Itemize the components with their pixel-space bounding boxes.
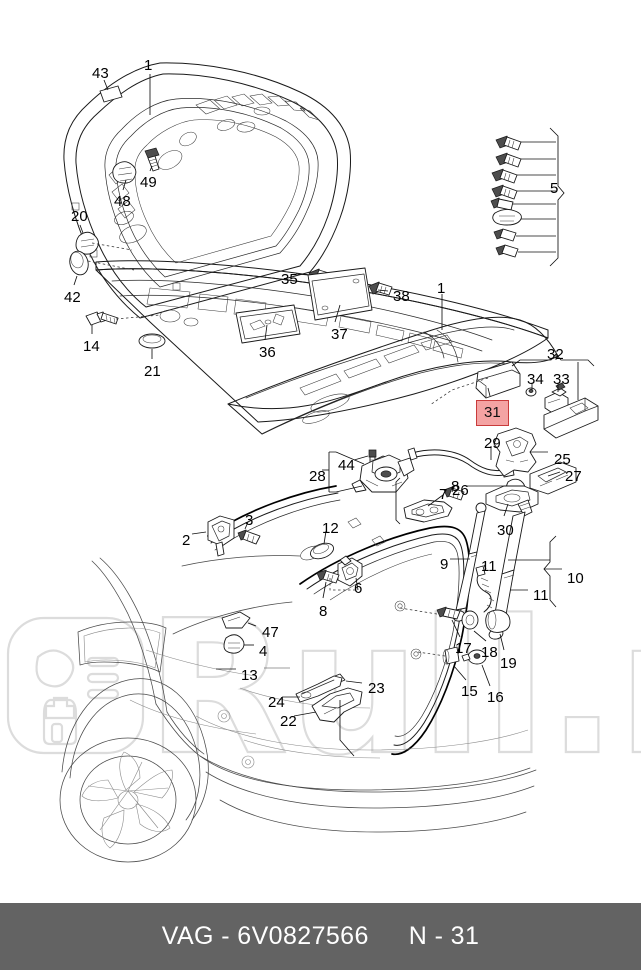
callout-38: 38	[393, 288, 410, 305]
callout-17: 17	[455, 640, 472, 657]
part-2-hinge	[207, 515, 235, 557]
fastener-5-1	[495, 135, 522, 151]
callout-8: 8	[319, 603, 328, 620]
part-17-bolt	[436, 606, 461, 620]
part-3-bolt	[237, 529, 261, 545]
callout-5: 5	[550, 180, 559, 197]
callout-12: 12	[322, 520, 339, 537]
part-14-screw	[85, 311, 119, 326]
callout-13: 13	[241, 667, 258, 684]
callout-32: 32	[547, 346, 564, 363]
callout-7: 7	[439, 486, 448, 503]
fastener-5-3	[491, 168, 518, 184]
part-20-grommet	[75, 231, 99, 255]
callout-42: 42	[64, 289, 81, 306]
callout-43: 43	[92, 65, 109, 82]
callout-18: 18	[481, 644, 498, 661]
part-19-bush	[485, 609, 511, 633]
callout-3: 3	[245, 512, 254, 529]
part-8-screw-lower	[316, 569, 340, 584]
callout-1: 1	[437, 280, 446, 297]
callout-20: 20	[71, 208, 88, 225]
callout-33: 33	[553, 371, 570, 388]
callout-30: 30	[497, 522, 514, 539]
vehicle-rear-outline	[59, 555, 537, 863]
callout-44: 44	[338, 457, 355, 474]
callout-11: 11	[481, 558, 497, 575]
part-15-bush	[442, 646, 460, 665]
callout-2: 2	[182, 532, 191, 549]
callout-10: 10	[567, 570, 584, 587]
callout-21: 21	[144, 363, 161, 380]
fastener-5-6	[492, 208, 522, 226]
leader-lines	[73, 74, 595, 757]
callout-48: 48	[114, 193, 131, 210]
callout-37: 37	[331, 326, 348, 343]
part-32-handle-trim	[543, 397, 599, 439]
part-24-grip-handle	[295, 675, 343, 703]
fastener-5-5	[490, 197, 514, 211]
callout-22: 22	[280, 713, 297, 730]
exploded-parts-drawing	[59, 62, 599, 863]
callout-14: 14	[83, 338, 100, 355]
fastener-5-7	[493, 228, 517, 242]
fastener-5-2	[495, 152, 522, 168]
part-number-label: VAG - 6V0827566	[161, 922, 369, 950]
callout-47: 47	[262, 624, 279, 641]
part-31-trim-strip-highlighted	[475, 361, 521, 399]
callout-6: 6	[354, 580, 363, 597]
part-47-clip	[221, 611, 251, 629]
callout-9: 9	[440, 556, 449, 573]
tailgate-inner-panel	[63, 62, 351, 319]
callout-36: 36	[259, 344, 276, 361]
callout-23: 23	[368, 680, 385, 697]
callout-34: 34	[527, 371, 544, 388]
part-27-cover	[529, 461, 577, 495]
part-12-oval-plug	[310, 542, 334, 560]
part-43-bump-stop	[99, 85, 123, 103]
callout-1: 1	[144, 57, 153, 74]
callout-11: 11	[533, 587, 549, 604]
section-code-label: N - 31	[408, 922, 480, 950]
part-22-latch-cover	[311, 687, 363, 723]
part-21-plug	[138, 333, 166, 349]
callout-26: 26	[452, 482, 469, 499]
part-33-lock-switch	[544, 382, 569, 415]
fastener-5-8	[495, 244, 519, 258]
part-48-grommet	[112, 161, 137, 184]
callout-15: 15	[461, 683, 478, 700]
callout-19: 19	[500, 655, 517, 672]
callout-29: 29	[484, 435, 501, 452]
callout-31-highlighted[interactable]: 31	[476, 400, 509, 426]
fastener-5-4	[491, 184, 518, 200]
part-42-plug	[69, 250, 89, 276]
part-49-screw	[144, 147, 160, 172]
callout-16: 16	[487, 689, 504, 706]
callout-25: 25	[554, 451, 571, 468]
part-7-trim-handle	[403, 499, 453, 523]
footer-bar: VAG - 6V0827566 N - 31	[0, 903, 641, 970]
part-37-plate-housing	[307, 267, 373, 321]
part-25-striker-bracket	[493, 427, 537, 477]
part-16-washer	[461, 649, 487, 665]
callout-24: 24	[268, 694, 285, 711]
callout-35: 35	[281, 271, 298, 288]
part-18-washer	[461, 610, 479, 630]
part-34-nut	[525, 387, 537, 397]
callout-4: 4	[259, 643, 268, 660]
part-4-grommet	[223, 634, 245, 654]
part-36-trim-strip	[235, 304, 301, 344]
callout-27: 27	[565, 468, 582, 485]
callout-28: 28	[309, 468, 326, 485]
part-11-strut-cable	[475, 565, 495, 613]
diagram-canvas: Rull.ru	[6, 57, 641, 863]
part-38-screw	[368, 281, 393, 296]
callout-49: 49	[140, 174, 157, 191]
callout-8: 8	[451, 478, 460, 495]
part-5-fastener-group	[490, 127, 565, 267]
